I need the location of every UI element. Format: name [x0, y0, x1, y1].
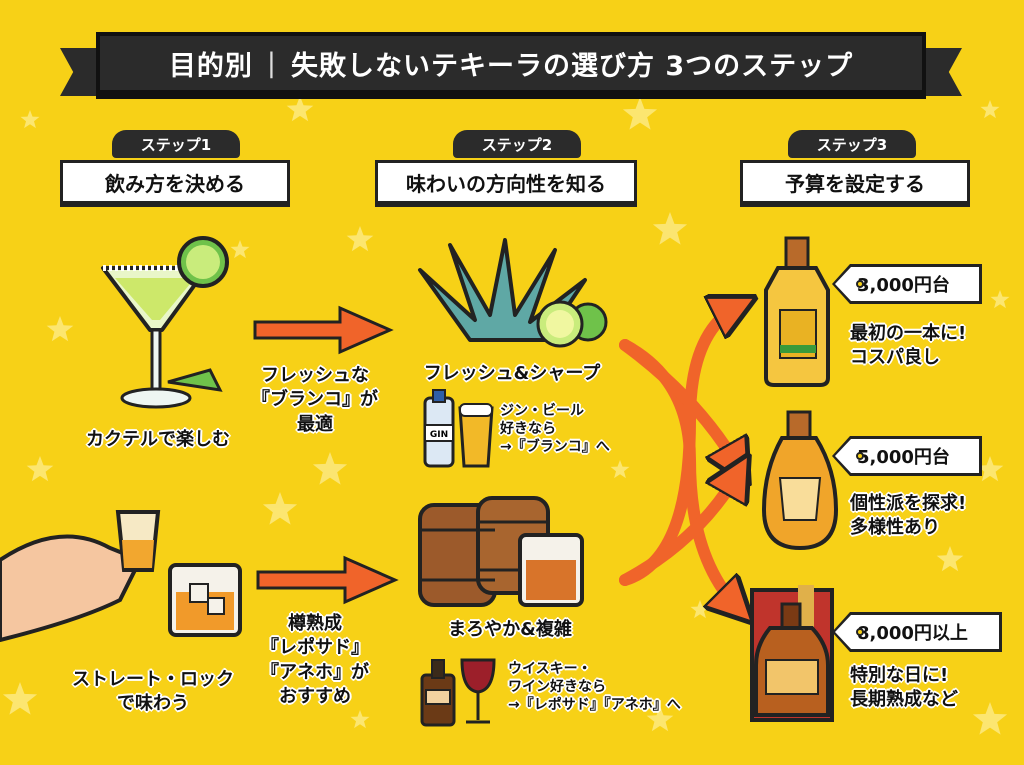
tier1-desc-line1: 最初の一本に! [850, 323, 967, 344]
cocktail-label: カクテルで楽しむ [86, 429, 230, 450]
tier2-desc: 個性派を探求! 多様性あり [850, 492, 1000, 541]
tier3-desc: 特別な日に! 長期熟成など [850, 664, 1000, 713]
background-star [646, 706, 674, 732]
fresh-note-line3: →『ブランコ』へ [500, 439, 610, 456]
mellow-note-line2: ワイン好きなら [508, 679, 606, 696]
barrel-icon [418, 496, 584, 607]
fresh-note-line2: 好きなら [500, 421, 556, 438]
tier2-desc-line2: 多様性あり [850, 517, 940, 539]
whisky-and-wine-icon [420, 658, 496, 727]
background-star [262, 492, 298, 525]
background-star [46, 316, 74, 342]
background-star [26, 456, 54, 482]
fresh-label: フレッシュ&シャープ [423, 363, 601, 384]
mellow-note-line3: →『レポサド』『アネホ』へ [508, 697, 681, 714]
arrow-right-top [253, 305, 394, 355]
connector-bottom-line2: 『レポサド』 [261, 637, 369, 659]
background-star [286, 96, 314, 122]
connector-bottom-line3: 『アネホ』が [261, 661, 369, 683]
background-star [312, 452, 348, 485]
background-star [972, 702, 1008, 735]
tier2-desc-line1: 個性派を探求! [850, 493, 967, 514]
connector-bottom-line1: 樽熟成 [288, 613, 342, 634]
margarita-icon [101, 236, 229, 409]
title-main: 失敗しないテキーラの選び方 3つのステップ [290, 50, 854, 82]
connector-top-line3: 最適 [297, 413, 333, 435]
step1-heading: 飲み方を決める [60, 160, 290, 204]
straight-label: ストレート・ロック で味わう [48, 668, 258, 717]
curved-arrows [619, 305, 740, 610]
shot-and-rocks-icon [0, 510, 242, 643]
gin-label: GIN [430, 430, 448, 440]
title-banner: 目的別 | 失敗しないテキーラの選び方 3つのステップ [96, 32, 926, 94]
connector-bottom-label: 樽熟成 『レポサド』 『アネホ』が おすすめ [250, 612, 380, 709]
tier3-desc-line1: 特別な日に! [850, 665, 949, 686]
mellow-note: ウイスキー・ ワイン好きなら →『レポサド』『アネホ』へ [508, 660, 718, 715]
price-tag-tier2: 5,000円台 [832, 436, 982, 476]
price-tier2: 5,000円台 [835, 439, 979, 473]
gin-and-beer-icon [423, 389, 494, 468]
straight-label-line2: で味わう [117, 693, 189, 715]
tier3-desc-line2: 長期熟成など [850, 689, 958, 711]
background-star [976, 456, 1004, 482]
background-star [622, 97, 658, 130]
step3-heading: 予算を設定する [740, 160, 970, 204]
straight-label-line1: ストレート・ロック [72, 669, 234, 690]
background-star [980, 100, 1000, 119]
background-star [230, 240, 250, 259]
background-star [610, 460, 630, 479]
mellow-note-line1: ウイスキー・ [508, 661, 592, 677]
bottle-3000-icon [764, 236, 830, 387]
title-prefix: 目的別 [168, 50, 253, 82]
background-star [350, 710, 370, 729]
fresh-note-line1: ジン・ビール [500, 403, 584, 419]
background-star [2, 682, 38, 715]
background-star [990, 290, 1010, 309]
tier1-desc: 最初の一本に! コスパ良し [850, 322, 980, 371]
price-tier3: 8,000円以上 [835, 615, 999, 649]
background-star [652, 212, 688, 245]
connector-bottom-line4: おすすめ [279, 685, 351, 707]
step1-tag: ステップ1 [112, 130, 240, 158]
arrow-right-bottom [256, 555, 399, 605]
connector-top-line1: フレッシュな [261, 365, 369, 386]
background-star [20, 110, 40, 129]
agave-icon [418, 238, 608, 348]
step2-tag: ステップ2 [453, 130, 581, 158]
step3-tag: ステップ3 [788, 130, 916, 158]
background-star [936, 546, 964, 572]
background-star [690, 600, 710, 619]
bottle-8000-icon [750, 585, 834, 722]
connector-top-line2: 『ブランコ』が [252, 389, 378, 411]
connector-top-label: フレッシュな 『ブランコ』が 最適 [250, 364, 380, 437]
tier1-desc-line2: コスパ良し [850, 347, 940, 369]
bottle-5000-icon [761, 410, 839, 551]
title-separator: | [266, 47, 277, 79]
price-tag-tier1: 3,000円台 [832, 264, 982, 304]
background-star [346, 226, 374, 252]
fresh-note: ジン・ビール 好きなら →『ブランコ』へ [500, 402, 650, 457]
step2-heading: 味わいの方向性を知る [375, 160, 637, 204]
price-tag-tier3: 8,000円以上 [832, 612, 1002, 652]
mellow-label: まろやか&複雑 [448, 619, 572, 640]
